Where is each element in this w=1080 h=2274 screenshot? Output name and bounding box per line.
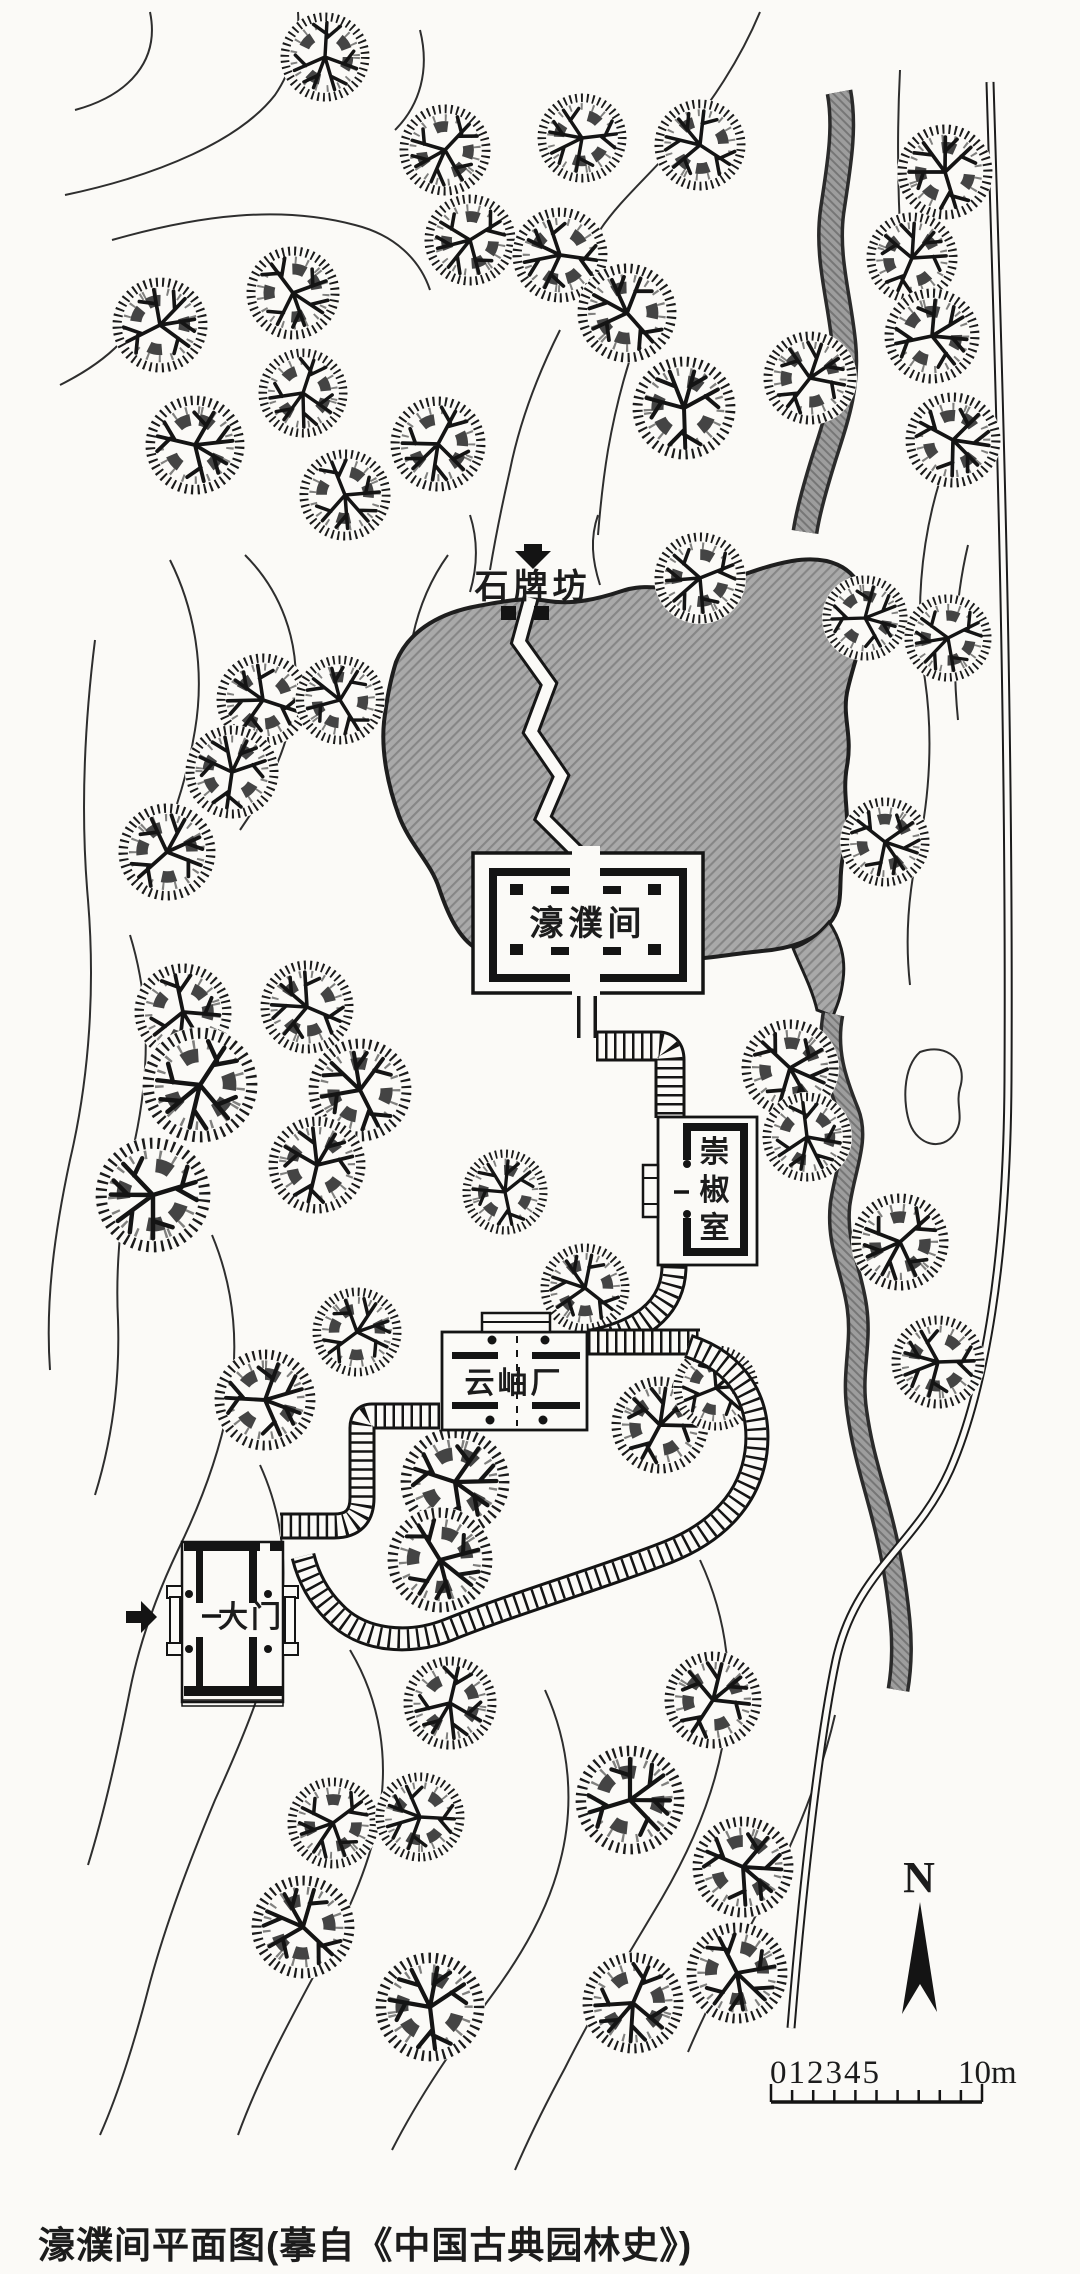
tree-symbol [137, 387, 253, 503]
entrance-arrow-icon [126, 1601, 157, 1633]
tree-symbol [667, 1903, 806, 2042]
stone-archway: 石牌坊 [474, 544, 592, 620]
tree-symbol [294, 1269, 421, 1396]
scale-unit: 10m [958, 2055, 1017, 2091]
svg-text:室: 室 [700, 1211, 733, 1245]
stepped-paths [280, 1030, 770, 1652]
tree-symbol [888, 578, 1008, 698]
north-arrow-icon [902, 1902, 937, 2014]
label-yunxiuchang: 云岫厂 [465, 1367, 564, 1400]
tree-symbol [230, 1854, 376, 2000]
caption: 濠濮间平面图(摹自《中国古典园林史》) [38, 2224, 692, 2266]
svg-text:崇: 崇 [700, 1136, 733, 1169]
building-chongjiaoshi: 崇 椒 室 [641, 1115, 759, 1267]
tree-symbol [374, 380, 502, 508]
steps-haopujian-to-chongjiao [596, 1030, 686, 1118]
tree-symbol [452, 1139, 557, 1244]
stream-north-water [795, 90, 855, 534]
tree-symbol [248, 338, 358, 448]
tree-symbol [214, 1349, 316, 1451]
pond-outlet [791, 919, 846, 1018]
tree-symbol [560, 1730, 701, 1871]
building-main-gate: 大门 [126, 1540, 299, 1707]
archway-arrow-icon [515, 544, 551, 569]
scale-numbers: 012345 [770, 2055, 881, 2091]
stream-south-water [822, 1012, 910, 1692]
zigzag-bridge [509, 595, 597, 1038]
streams [791, 89, 913, 1692]
steps-winding-southeast [290, 1334, 770, 1652]
label-haopujian: 濠濮间 [530, 904, 647, 943]
tree-symbol [568, 1938, 699, 2069]
gate-side-piers [166, 1585, 299, 1656]
tree-symbol [227, 227, 359, 359]
building-haopujian: 濠濮间 [471, 846, 705, 996]
tree-symbol [678, 1802, 809, 1933]
north-label: N [903, 1853, 935, 1902]
tree-symbol [366, 1943, 493, 2070]
pillar-marks [510, 884, 661, 955]
tree-symbol [79, 1121, 228, 1270]
steps-yunxiu-to-gate [280, 1402, 440, 1540]
north-arrow: N [902, 1853, 937, 2014]
tree-symbol [637, 82, 763, 208]
tree-layer [79, 12, 1017, 2071]
tree-symbol [284, 434, 406, 556]
tree-symbol [375, 1772, 465, 1862]
label-stone-archway: 石牌坊 [474, 568, 592, 606]
label-main-gate: 大门 [218, 1601, 284, 1634]
tree-symbol [646, 1633, 780, 1767]
tree-symbol [396, 1649, 505, 1758]
svg-text:椒: 椒 [700, 1174, 733, 1207]
scale-ticks [769, 2084, 984, 2102]
scale-bar: 012345 10m [769, 2055, 1017, 2104]
steps-chongjiao-to-yunxiu [588, 1265, 700, 1356]
tree-symbol [628, 352, 741, 465]
building-yunxiuchang: 云岫厂 [440, 1311, 589, 1432]
tree-symbol [280, 12, 370, 102]
tree-symbol [94, 259, 225, 390]
label-chongjiaoshi: 崇 椒 室 [700, 1136, 733, 1245]
tree-symbol [380, 85, 510, 215]
tree-symbol [530, 86, 634, 190]
